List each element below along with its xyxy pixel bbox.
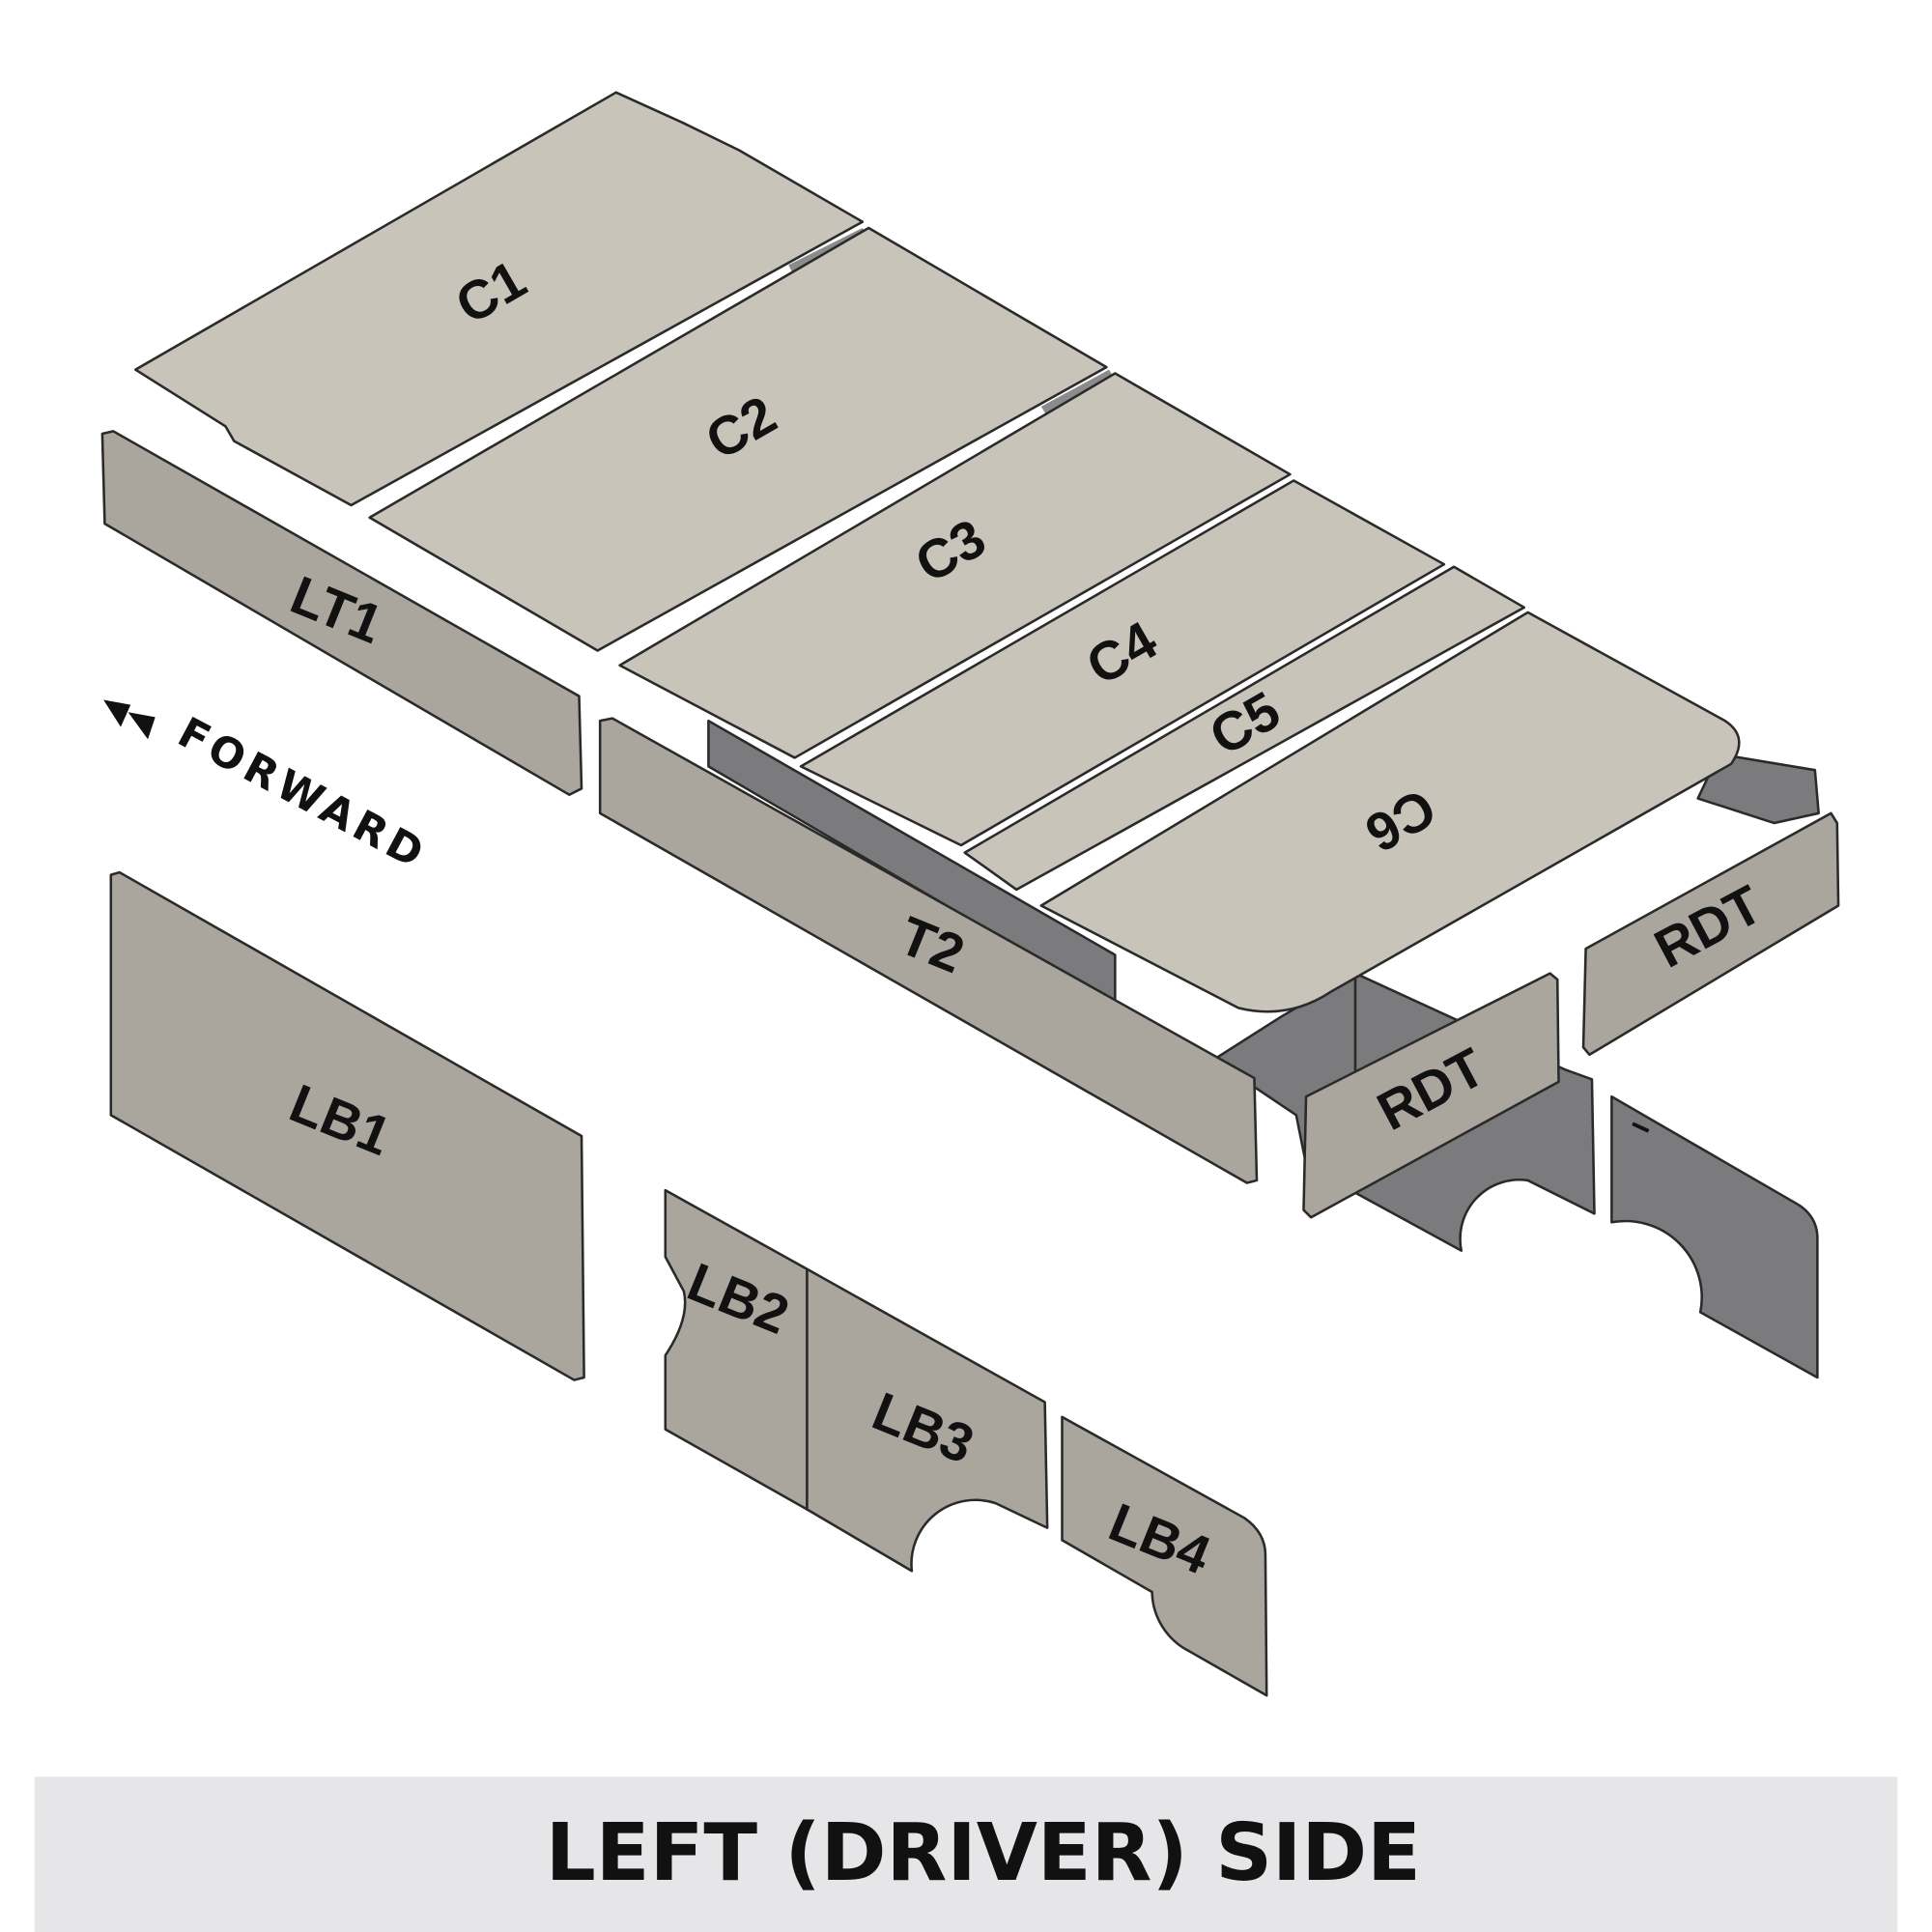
panel-c2 xyxy=(368,226,1108,652)
panel-lb3 xyxy=(806,1267,1049,1573)
panel-lb4 xyxy=(1061,1415,1268,1697)
panel-c4 xyxy=(799,479,1446,847)
right-rear-panel xyxy=(1610,1094,1819,1379)
panel-lb1 xyxy=(109,870,585,1381)
rear-upper-strip xyxy=(1696,753,1820,825)
panel-rdt-left xyxy=(1302,972,1560,1219)
panel-c5 xyxy=(963,565,1526,892)
panel-c6 xyxy=(1039,611,1741,1013)
double-arrow-left-icon xyxy=(103,699,156,740)
panel-lb2 xyxy=(664,1188,809,1511)
panel-lt1 xyxy=(100,430,583,796)
forward-label: FORWARD xyxy=(170,708,436,880)
panel-rdt-right xyxy=(1581,811,1840,1057)
panel-c1 xyxy=(134,91,865,507)
title-banner xyxy=(34,1776,1898,1932)
banner-title: LEFT (DRIVER) SIDE xyxy=(546,1807,1421,1899)
panel-c3 xyxy=(618,372,1292,759)
panel-mark xyxy=(1632,1122,1650,1133)
panel-t2 xyxy=(598,717,1259,1184)
